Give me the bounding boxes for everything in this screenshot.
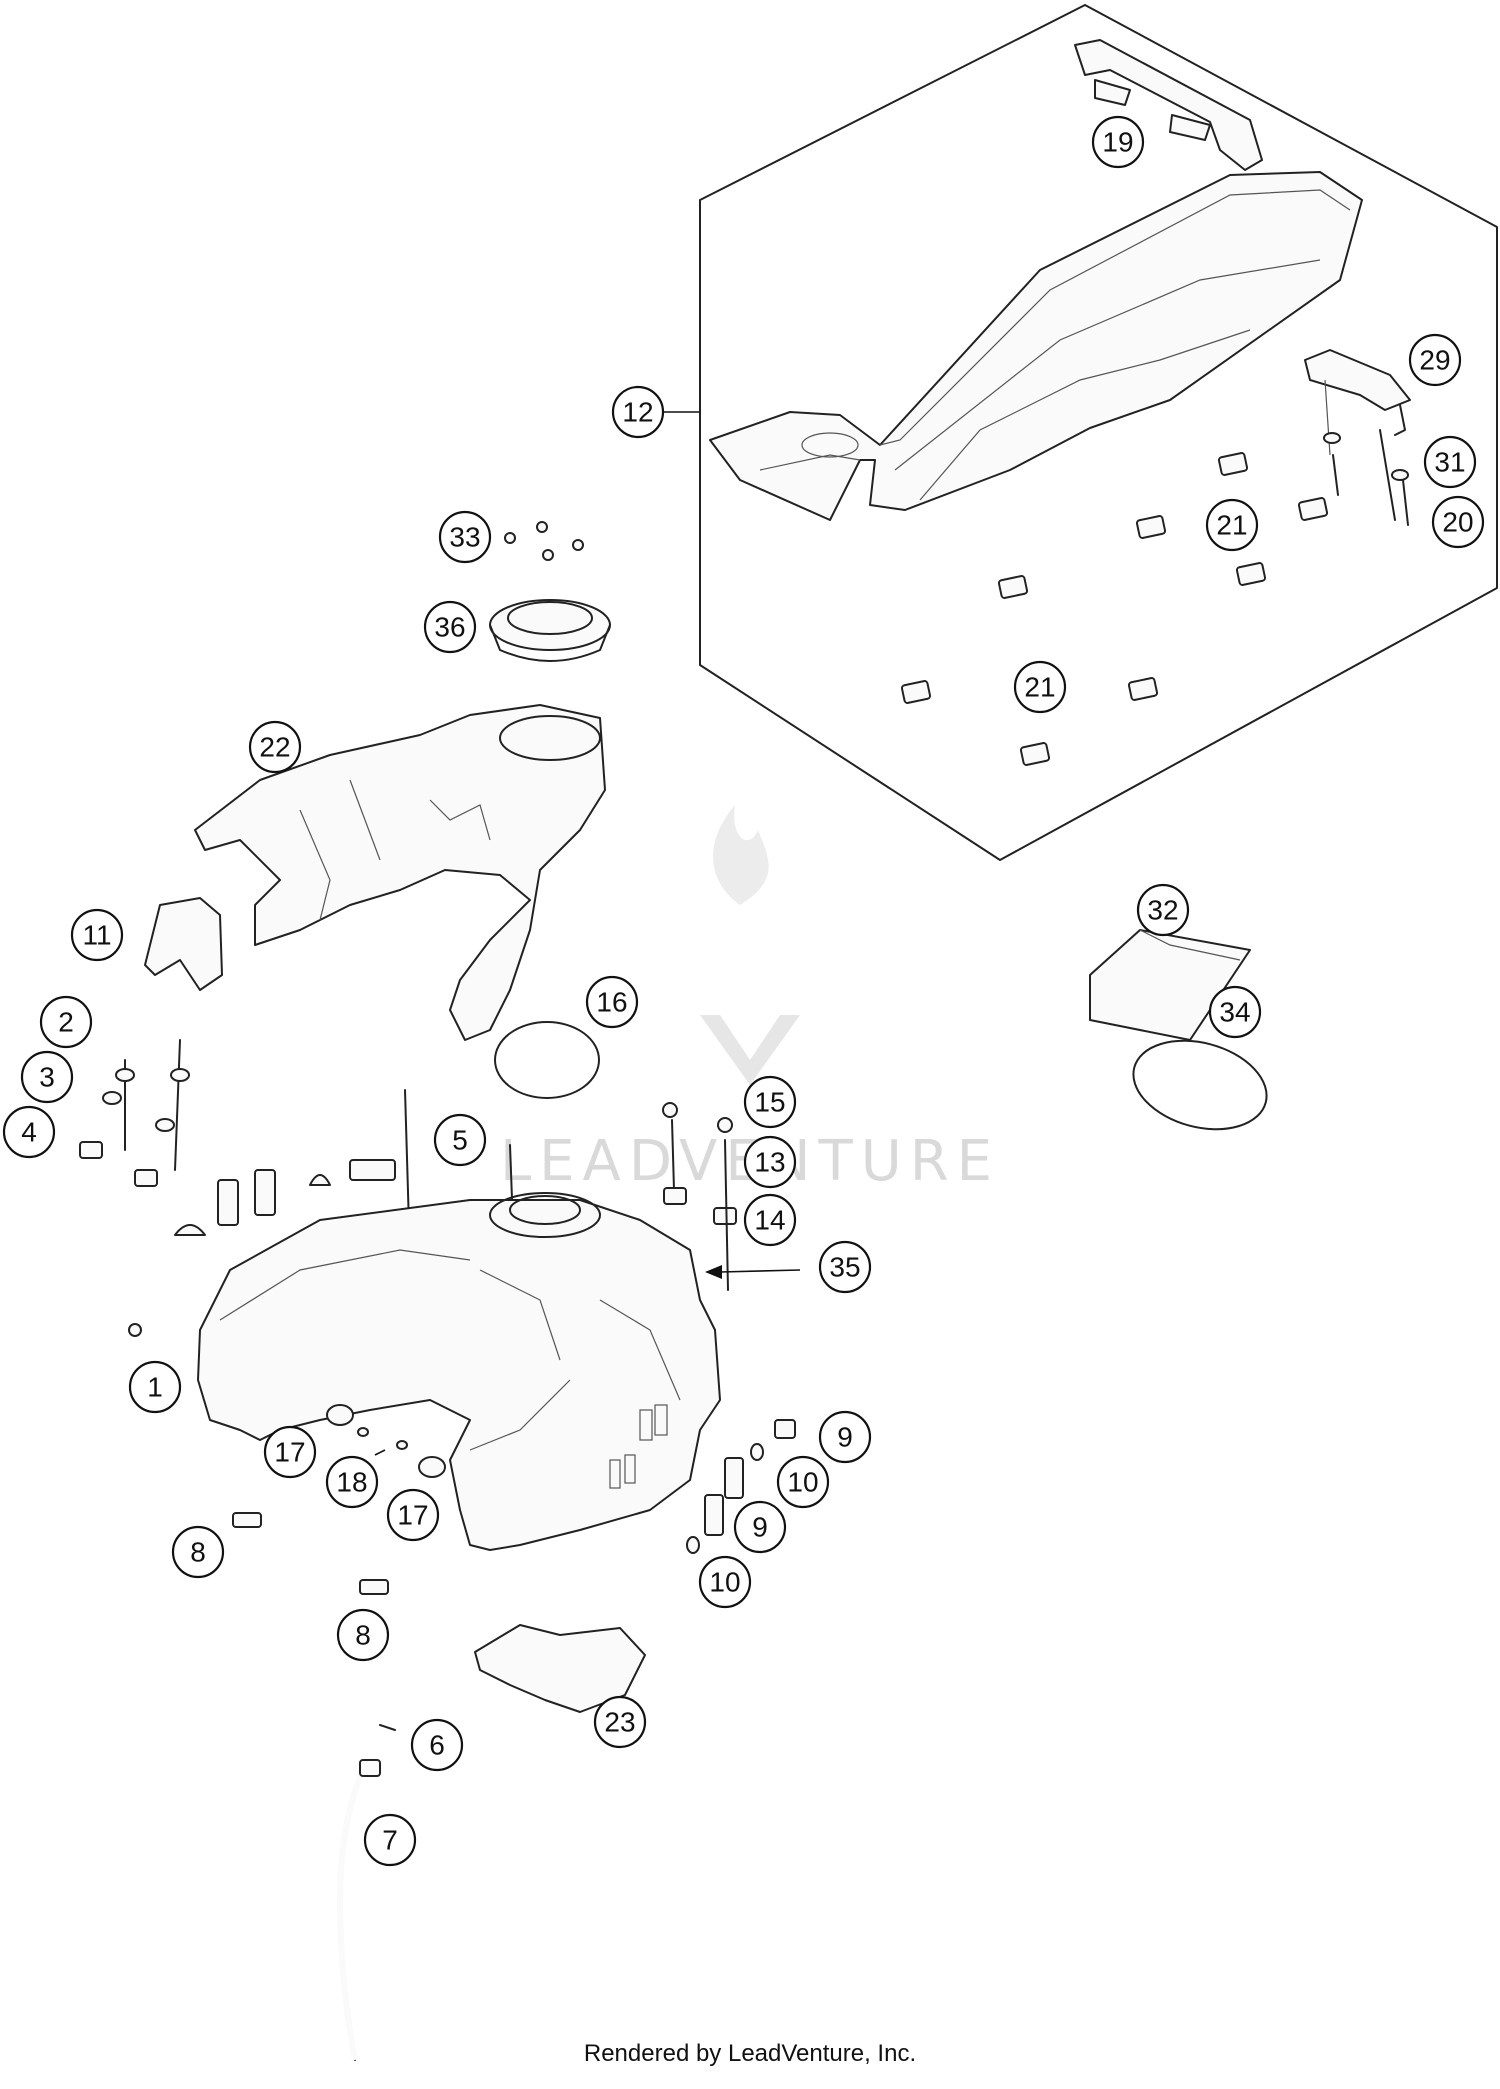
svg-text:29: 29	[1419, 345, 1450, 376]
svg-text:6: 6	[429, 1730, 445, 1761]
part-gasket	[494, 1021, 600, 1099]
svg-text:32: 32	[1147, 895, 1178, 926]
part-hose	[336, 1724, 396, 2061]
svg-text:15: 15	[754, 1087, 785, 1118]
callout-17b: 17	[386, 1488, 440, 1542]
svg-text:31: 31	[1434, 447, 1465, 478]
callout-12: 12	[611, 385, 665, 439]
part-clip-nuts	[900, 452, 1329, 766]
callout-19: 19	[1091, 115, 1145, 169]
svg-text:20: 20	[1442, 507, 1473, 538]
part-filler-cap	[489, 599, 611, 662]
svg-text:11: 11	[82, 920, 111, 951]
svg-text:13: 13	[754, 1147, 785, 1178]
svg-text:14: 14	[754, 1205, 785, 1236]
callout-14: 14	[743, 1193, 797, 1247]
svg-text:36: 36	[434, 612, 465, 643]
part-tank-mount-hardware	[662, 1102, 737, 1291]
svg-text:17: 17	[274, 1437, 305, 1468]
callout-32: 32	[1136, 883, 1190, 937]
svg-text:12: 12	[622, 397, 653, 428]
callouts: 1 2 3 4 5 6 7 8 8 9 9 10 10 11 12 13 14 …	[2, 115, 1485, 1867]
callout-31: 31	[1423, 435, 1477, 489]
svg-text:16: 16	[596, 987, 627, 1018]
svg-text:9: 9	[752, 1512, 768, 1543]
part-rubber-pads	[174, 1159, 396, 1236]
svg-text:23: 23	[604, 1707, 635, 1738]
part-manual-and-sticker	[1089, 929, 1268, 1131]
callout-7: 7	[363, 1813, 417, 1867]
part-tank-cover	[194, 704, 606, 1041]
watermark-flame-icon	[713, 805, 769, 905]
svg-text:7: 7	[382, 1825, 398, 1856]
callout-23: 23	[593, 1695, 647, 1749]
part-grommets	[326, 1404, 446, 1478]
callout-36: 36	[423, 600, 477, 654]
callout-13: 13	[743, 1135, 797, 1189]
svg-text:18: 18	[336, 1467, 367, 1498]
svg-text:8: 8	[190, 1537, 206, 1568]
callout-9b: 9	[733, 1500, 787, 1554]
part-fuel-bracket	[79, 897, 223, 1187]
callout-15: 15	[743, 1075, 797, 1129]
svg-text:17: 17	[397, 1500, 428, 1531]
svg-text:2: 2	[58, 1007, 74, 1038]
svg-text:34: 34	[1219, 997, 1250, 1028]
callout-10a: 10	[776, 1455, 830, 1509]
watermark: LEADVENTURE	[500, 805, 992, 1194]
callout-6: 6	[410, 1718, 464, 1772]
callout-5: 5	[433, 1113, 487, 1167]
part-seat	[709, 171, 1363, 521]
callout-29: 29	[1408, 333, 1462, 387]
callout-8b: 8	[336, 1608, 390, 1662]
svg-text:33: 33	[449, 522, 480, 553]
svg-text:35: 35	[829, 1252, 860, 1283]
svg-text:21: 21	[1024, 672, 1055, 703]
callout-33: 33	[438, 510, 492, 564]
part-screws	[504, 521, 584, 561]
svg-text:19: 19	[1102, 127, 1133, 158]
render-credit: Rendered by LeadVenture, Inc.	[583, 2040, 917, 2067]
svg-text:21: 21	[1216, 510, 1247, 541]
seat-group-box	[699, 4, 1498, 861]
svg-text:10: 10	[787, 1467, 818, 1498]
callout-17a: 17	[263, 1425, 317, 1479]
callout-1: 1	[128, 1360, 182, 1414]
callout-8a: 8	[171, 1525, 225, 1579]
svg-text:22: 22	[259, 732, 290, 763]
callout-18: 18	[325, 1455, 379, 1509]
callout-2: 2	[39, 995, 93, 1049]
part-grab-handle	[1074, 39, 1263, 171]
watermark-chevron-icon	[700, 1015, 800, 1085]
callout-21a: 21	[1205, 498, 1259, 552]
callout-35: 35	[818, 1240, 872, 1294]
callout-3: 3	[20, 1050, 74, 1104]
svg-text:1: 1	[147, 1372, 163, 1403]
callout-11: 11	[70, 908, 124, 962]
callout-9a: 9	[818, 1410, 872, 1464]
part-clips	[232, 1512, 389, 1595]
svg-text:10: 10	[709, 1567, 740, 1598]
part-heat-shield	[474, 1624, 646, 1713]
part-side-pads	[686, 1419, 796, 1554]
callout-22: 22	[248, 720, 302, 774]
svg-text:3: 3	[39, 1062, 55, 1093]
callout-21b: 21	[1013, 660, 1067, 714]
callout-4: 4	[2, 1105, 56, 1159]
callout-34: 34	[1208, 985, 1262, 1039]
leader-lines	[374, 411, 801, 1456]
svg-text:5: 5	[452, 1125, 468, 1156]
callout-16: 16	[585, 975, 639, 1029]
callout-10b: 10	[698, 1555, 752, 1609]
svg-text:9: 9	[837, 1422, 853, 1453]
svg-text:8: 8	[355, 1620, 371, 1651]
callout-20: 20	[1431, 495, 1485, 549]
part-seat-bracket	[1304, 349, 1411, 526]
svg-text:4: 4	[21, 1117, 37, 1148]
